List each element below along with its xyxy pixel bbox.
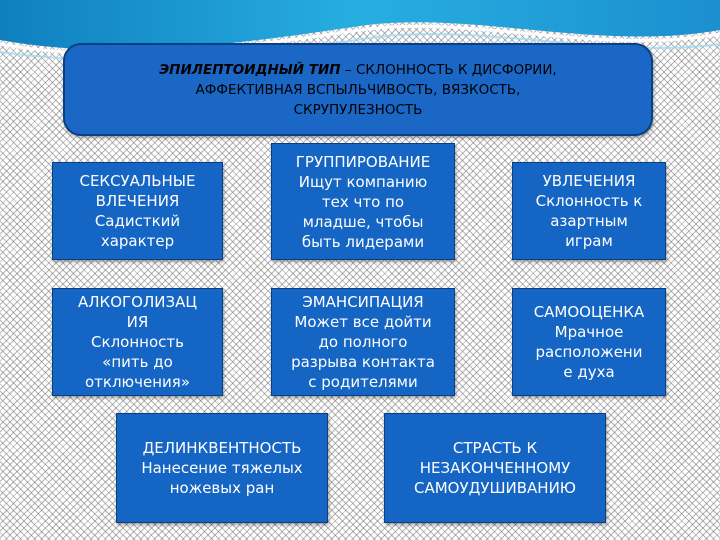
box-heading: ВЛЕЧЕНИЯ (95, 192, 180, 210)
box-heading: СЕКСУАЛЬНЫЕ (79, 172, 196, 190)
box-text: характер (100, 232, 175, 250)
box-text: до полного (318, 333, 408, 351)
header-title-rest: – СКЛОННОСТЬ К ДИСФОРИИ, (340, 61, 557, 78)
header-line-1: ЭПИЛЕПТОИДНЫЙ ТИП – СКЛОННОСТЬ К ДИСФОРИ… (159, 60, 556, 80)
box-self-esteem: САМООЦЕНКА Мрачное расположени е духа (512, 288, 666, 396)
box-heading: УВЛЕЧЕНИЯ (542, 172, 636, 190)
box-text: Мрачное (554, 323, 624, 341)
box-heading: ГРУППИРОВАНИЕ (295, 152, 431, 171)
box-heading: НЕЗАКОНЧЕННОМУ (419, 459, 571, 477)
box-text: Садисткий (94, 212, 181, 230)
box-heading: ИЯ (126, 313, 149, 331)
box-text: азартным (550, 212, 628, 230)
box-emancipation: ЭМАНСИПАЦИЯ Может все дойти до полного р… (271, 288, 455, 396)
header-line-2: АФФЕКТИВНАЯ ВСПЫЛЬЧИВОСТЬ, ВЯЗКОСТЬ, (195, 81, 521, 98)
box-text: расположени (535, 343, 643, 361)
box-heading: САМООЦЕНКА (533, 303, 645, 321)
box-delinquency: ДЕЛИНКВЕНТНОСТЬ Нанесение тяжелых ножевы… (116, 413, 328, 523)
box-text: Склонность (91, 333, 184, 351)
box-text: е духа (563, 363, 615, 381)
box-heading: СТРАСТЬ К (452, 439, 538, 457)
header-line-3: СКРУПУЛЕЗНОСТЬ (293, 101, 423, 118)
box-text: «пить до (102, 353, 173, 371)
box-hobbies: УВЛЕЧЕНИЯ Склонность к азартным играм (512, 162, 666, 260)
box-text: тех что по (321, 192, 405, 211)
box-heading: САМОУДУШИВАНИЮ (414, 479, 576, 497)
box-grouping: ГРУППИРОВАНИЕ Ищут компанию тех что по м… (271, 143, 455, 260)
box-text: ножевых ран (169, 479, 275, 497)
box-text: Может все дойти (294, 313, 432, 331)
box-text: отключения» (84, 373, 191, 391)
box-text: играм (565, 232, 613, 250)
box-text: быть лидерами (301, 232, 425, 251)
box-alcoholization: АЛКОГОЛИЗАЦ ИЯ Склонность «пить до отклю… (52, 288, 223, 396)
box-text: Ищут компанию (298, 172, 428, 191)
box-heading: ЭМАНСИПАЦИЯ (302, 293, 424, 311)
box-text: разрыва контакта (291, 353, 435, 371)
box-heading: АЛКОГОЛИЗАЦ (78, 293, 197, 311)
box-self-strangulation: СТРАСТЬ К НЕЗАКОНЧЕННОМУ САМОУДУШИВАНИЮ (384, 413, 606, 523)
header-box: ЭПИЛЕПТОИДНЫЙ ТИП – СКЛОННОСТЬ К ДИСФОРИ… (63, 43, 653, 136)
header-title: ЭПИЛЕПТОИДНЫЙ ТИП (159, 61, 341, 78)
box-text: Нанесение тяжелых (141, 459, 303, 477)
box-text: Склонность к (535, 192, 643, 210)
box-sexual-drives: СЕКСУАЛЬНЫЕ ВЛЕЧЕНИЯ Садисткий характер (52, 162, 223, 260)
box-heading: ДЕЛИНКВЕНТНОСТЬ (142, 439, 302, 457)
box-text: с родителями (308, 373, 418, 391)
box-text: младше, чтобы (302, 212, 424, 231)
